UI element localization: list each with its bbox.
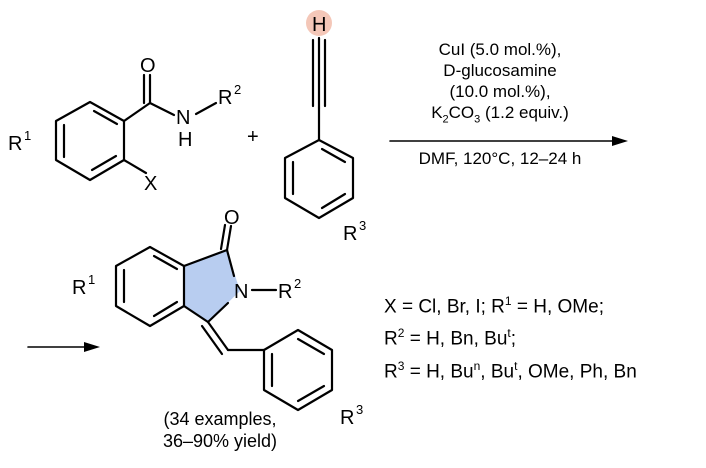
legend-l3-b: = H, Bu: [404, 360, 474, 382]
legend-l2-c: ;: [510, 328, 517, 350]
amide-reactant: [54, 73, 218, 182]
product-r3-label: R: [340, 407, 354, 429]
legend-l2-sup: 2: [397, 326, 405, 341]
amide-r2-sup: 2: [234, 82, 241, 97]
amide-r1-sup: 1: [24, 128, 31, 143]
legend-l1-b: = H, OMe;: [511, 296, 604, 318]
alkyne-r3-label: R: [343, 223, 357, 245]
legend-l1-sup: 1: [504, 294, 512, 308]
amide-oxygen-label: O: [140, 55, 156, 77]
isoindolinone-product: [114, 223, 334, 412]
product-oxygen-label: O: [224, 207, 240, 229]
amide-r2-label: R: [218, 87, 232, 109]
product-nitrogen-label: N: [234, 281, 248, 303]
alkyne-hydrogen-label: H: [312, 14, 326, 36]
base-equiv: (1.2 equiv.): [480, 103, 569, 122]
yield-range: 36–90% yield): [162, 431, 278, 451]
legend-l3-a: R: [384, 360, 398, 382]
product-r2-sup: 2: [294, 276, 301, 291]
base-sub-2: 2: [442, 113, 449, 126]
amide-nitrogen-label: N: [176, 107, 190, 129]
product-r3-sup: 3: [356, 402, 363, 417]
legend-line-2: R2 = H, Bn, But;: [384, 320, 637, 352]
substituent-legend: X = Cl, Br, I; R1 = H, OMe; R2 = H, Bn, …: [384, 288, 637, 385]
terminal-h-highlight: [306, 10, 332, 36]
legend-l3-sup2: n: [473, 358, 481, 373]
base-k: K: [431, 103, 443, 122]
condition-ligand-loading: (10.0 mol.%),: [449, 82, 551, 101]
alkyne-reactant: [283, 36, 355, 220]
legend-l3-sup3: t: [514, 358, 518, 373]
base-sub-3: 3: [474, 113, 481, 126]
condition-ligand: D-glucosamine: [443, 61, 557, 80]
legend-line-1: X = Cl, Br, I; R1 = H, OMe;: [384, 288, 637, 320]
condition-base: K2CO3 (1.2 equiv.): [385, 102, 615, 130]
examples-yield: (34 examples, 36–90% yield): [120, 408, 320, 452]
condition-solvent-temp-time: DMF, 120°C, 12–24 h: [418, 149, 582, 168]
base-co: CO: [448, 103, 475, 122]
legend-l2-sup2: t: [507, 326, 511, 341]
examples-count: (34 examples,: [163, 409, 277, 429]
legend-l2-b: = H, Bn, Bu: [404, 328, 508, 350]
legend-line-3: R3 = H, Bun, But, OMe, Ph, Bn: [384, 353, 637, 385]
condition-catalyst: CuI (5.0 mol.%),: [438, 40, 562, 59]
amide-nh-hydrogen-label: H: [178, 129, 192, 151]
plus-sign: +: [247, 126, 259, 148]
amide-halide-label: X: [144, 173, 157, 195]
product-r2-label: R: [278, 281, 292, 303]
legend-l3-sup: 3: [397, 358, 405, 373]
legend-l1-a: X = Cl, Br, I; R: [384, 296, 505, 318]
product-r1-label: R: [72, 277, 86, 299]
legend-l3-c: , Bu: [480, 360, 515, 382]
amide-r1-label: R: [8, 133, 22, 155]
alkyne-r3-sup: 3: [359, 218, 366, 233]
product-r1-sup: 1: [88, 272, 95, 287]
legend-l3-d: , OMe, Ph, Bn: [517, 360, 637, 382]
legend-l2-a: R: [384, 328, 398, 350]
